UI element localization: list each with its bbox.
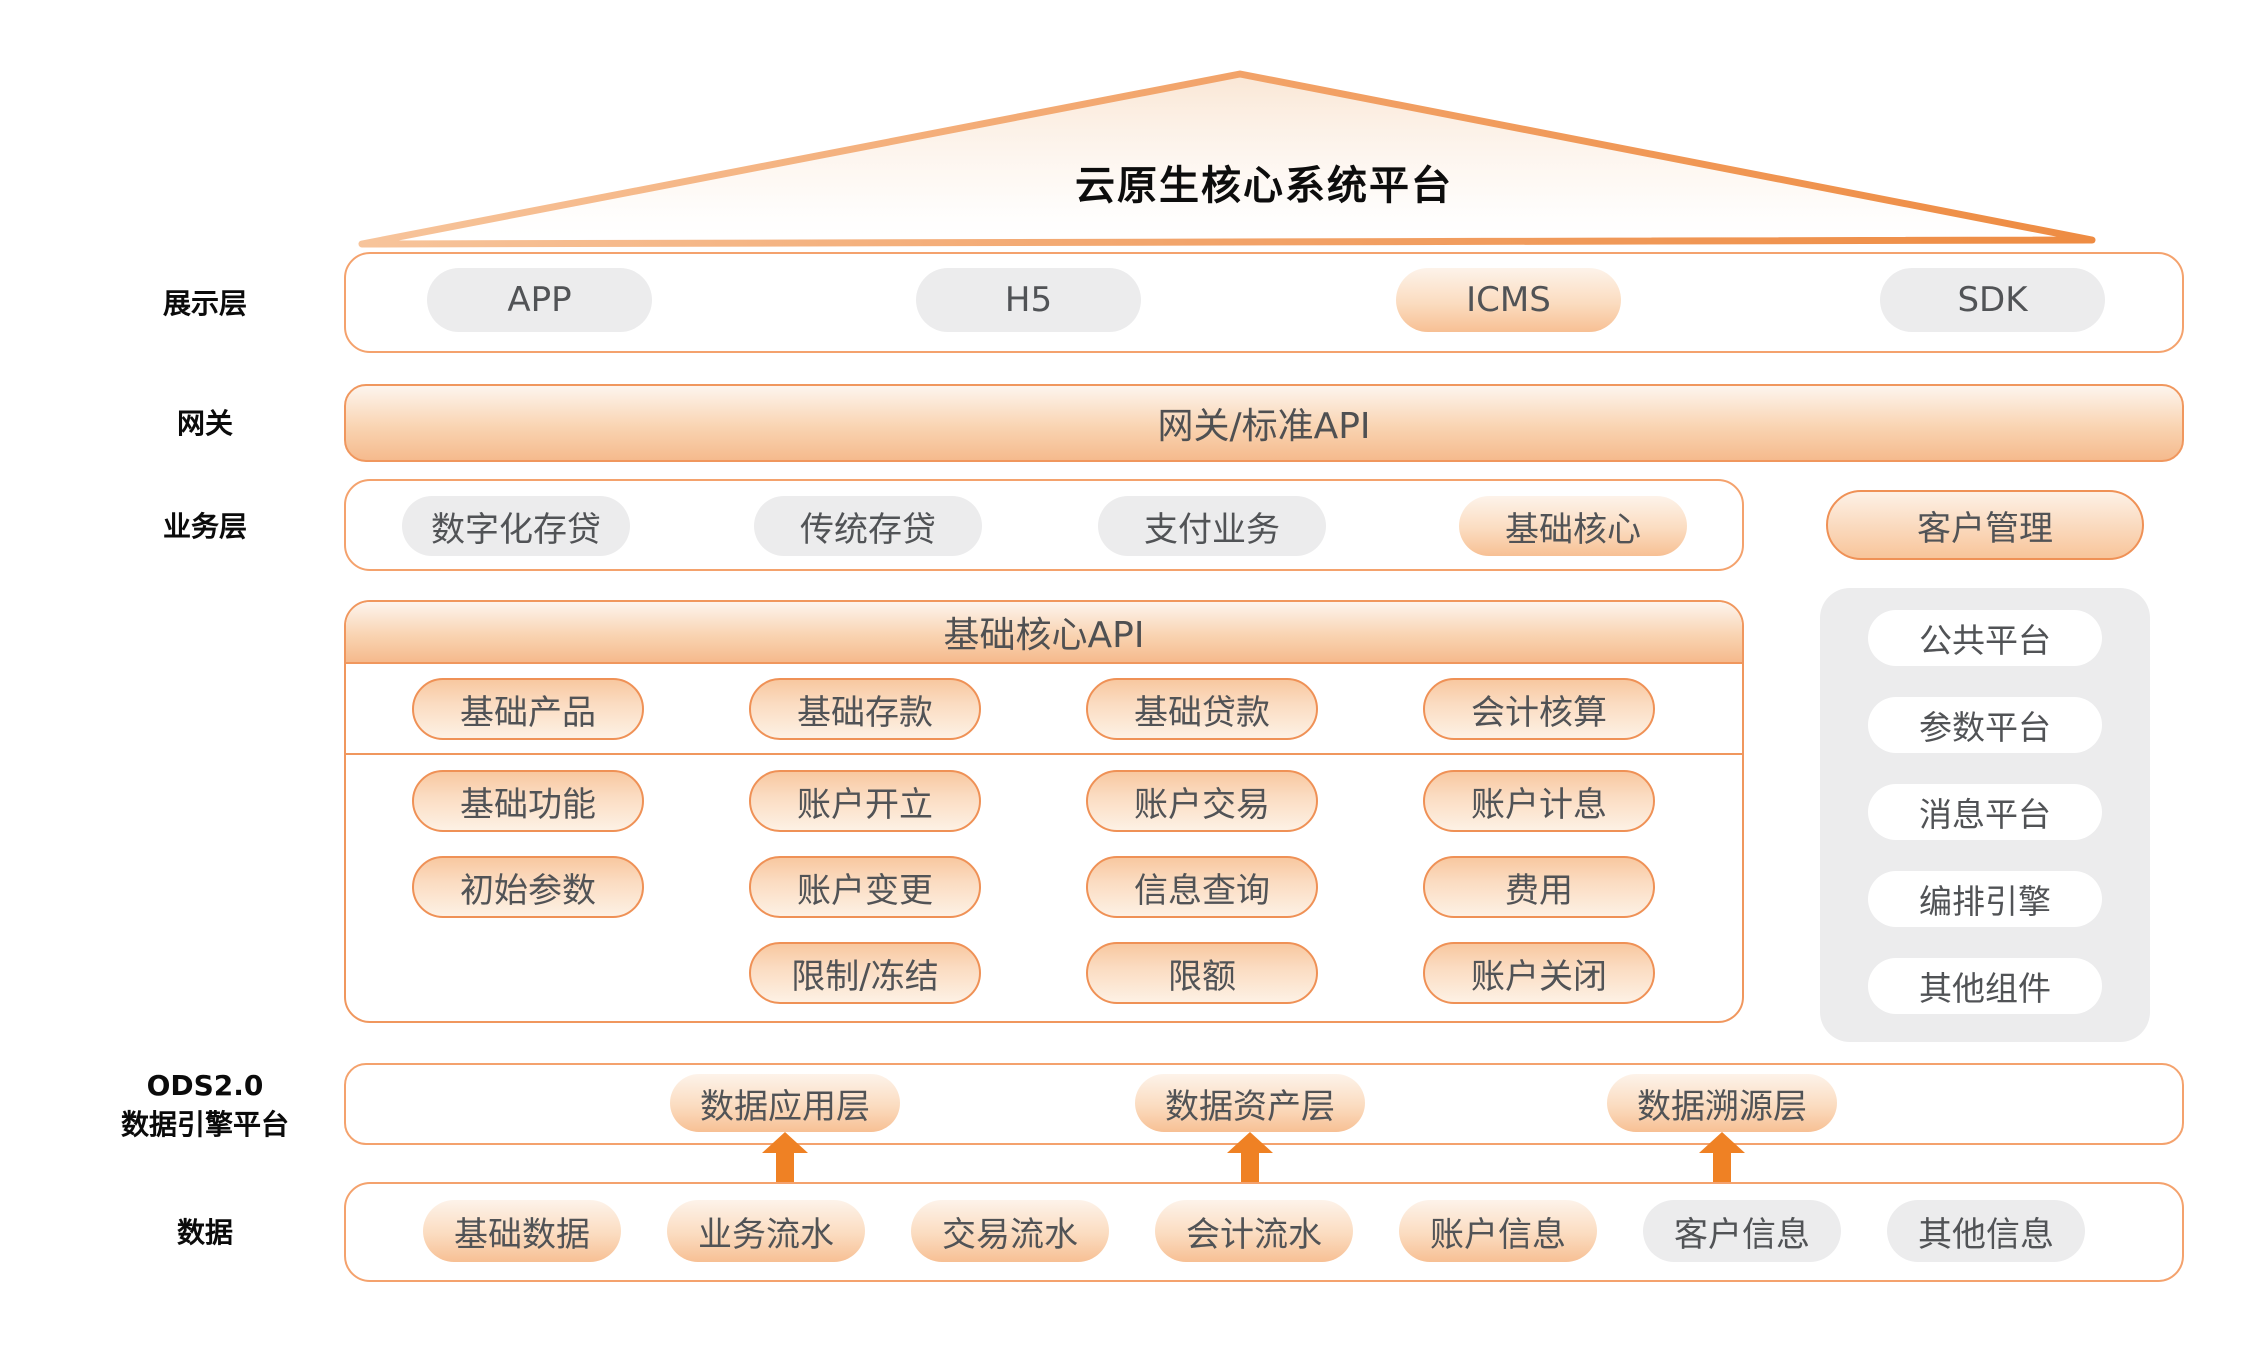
- panel-pill-public-platform: 公共平台: [1868, 610, 2102, 666]
- panel-pill-message-platform: 消息平台: [1868, 784, 2102, 840]
- data-pill-other-info: 其他信息: [1887, 1200, 2085, 1262]
- core-pill-basic-function: 基础功能: [412, 770, 644, 832]
- core-pill-limit: 限额: [1086, 942, 1318, 1004]
- gateway-bar: 网关/标准API: [344, 384, 2184, 462]
- presentation-pill-sdk: SDK: [1880, 268, 2105, 332]
- ods-label-line2: 数据引擎平台: [120, 1108, 289, 1141]
- presentation-pill-icms: ICMS: [1396, 268, 1621, 332]
- core-api-pill-basic-loan: 基础贷款: [1086, 678, 1318, 740]
- presentation-pill-h5: H5: [916, 268, 1141, 332]
- data-pill-accounting-flow: 会计流水: [1155, 1200, 1353, 1262]
- core-api-pill-basic-deposit: 基础存款: [749, 678, 981, 740]
- core-api-header: 基础核心API: [346, 602, 1742, 664]
- core-pill-info-query: 信息查询: [1086, 856, 1318, 918]
- business-pill-traditional-lending: 传统存贷: [754, 496, 982, 556]
- core-pill-account-opening: 账户开立: [749, 770, 981, 832]
- row-label-ods: ODS2.0 数据引擎平台: [75, 1066, 335, 1144]
- business-pill-digital-lending: 数字化存贷: [402, 496, 630, 556]
- ods-pill-data-application: 数据应用层: [670, 1074, 900, 1132]
- panel-pill-other-components: 其他组件: [1868, 958, 2102, 1014]
- up-arrow-icon: [1699, 1132, 1745, 1182]
- core-pill-account-change: 账户变更: [749, 856, 981, 918]
- up-arrow-icon: [1227, 1132, 1273, 1182]
- business-pill-basic-core: 基础核心: [1459, 496, 1687, 556]
- core-pill-account-close: 账户关闭: [1423, 942, 1655, 1004]
- core-pill-initial-params: 初始参数: [412, 856, 644, 918]
- data-pill-account-info: 账户信息: [1399, 1200, 1597, 1262]
- page-title: 云原生核心系统平台: [1075, 163, 1453, 209]
- data-pill-transaction-flow: 交易流水: [911, 1200, 1109, 1262]
- row-label-presentation: 展示层: [162, 287, 247, 320]
- core-api-pill-basic-product: 基础产品: [412, 678, 644, 740]
- data-pill-business-flow: 业务流水: [667, 1200, 865, 1262]
- core-pill-account-transaction: 账户交易: [1086, 770, 1318, 832]
- panel-pill-param-platform: 参数平台: [1868, 697, 2102, 753]
- row-label-business: 业务层: [162, 510, 247, 543]
- core-pill-fees: 费用: [1423, 856, 1655, 918]
- core-pill-restrict-freeze: 限制/冻结: [749, 942, 981, 1004]
- up-arrow-icon: [762, 1132, 808, 1182]
- presentation-pill-app: APP: [427, 268, 652, 332]
- customer-management-pill: 客户管理: [1826, 490, 2144, 560]
- ods-pill-data-asset: 数据资产层: [1135, 1074, 1365, 1132]
- ods-label-line1: ODS2.0: [146, 1069, 264, 1102]
- row-label-gateway: 网关: [176, 407, 233, 440]
- panel-pill-orchestration-engine: 编排引擎: [1868, 871, 2102, 927]
- core-pill-account-interest: 账户计息: [1423, 770, 1655, 832]
- core-divider: [346, 753, 1742, 755]
- data-pill-basic-data: 基础数据: [423, 1200, 621, 1262]
- roof-shape: [358, 70, 2096, 248]
- data-pill-customer-info: 客户信息: [1643, 1200, 1841, 1262]
- ods-pill-data-traceability: 数据溯源层: [1607, 1074, 1837, 1132]
- business-pill-payment: 支付业务: [1098, 496, 1326, 556]
- core-api-pill-accounting: 会计核算: [1423, 678, 1655, 740]
- row-label-data: 数据: [176, 1216, 233, 1249]
